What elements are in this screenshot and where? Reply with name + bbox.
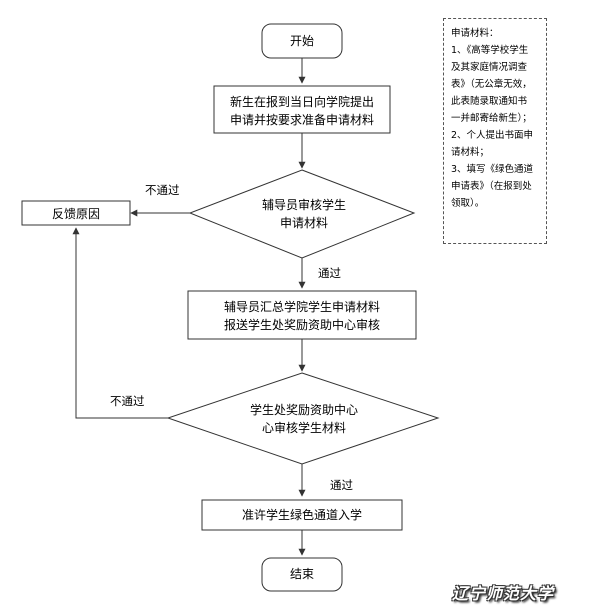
apply-label-line1: 新生在报到当日向学院提出 xyxy=(230,94,374,109)
note-line: 申请表》（在报到处 xyxy=(451,181,532,192)
note-line: 请材料； xyxy=(451,147,490,158)
reject-label-1: 不通过 xyxy=(145,183,180,197)
feedback-node xyxy=(21,200,131,226)
counselor-review-decision xyxy=(188,169,416,259)
note-line: 此表随录取通知书 xyxy=(451,96,528,107)
apply-node xyxy=(213,85,391,134)
center-review-line2: 心审核学生材料 xyxy=(262,420,346,435)
note-line: 表》（无公章无效， xyxy=(451,79,532,90)
reject-label-2: 不通过 xyxy=(110,394,145,408)
note-line: 一并邮寄给新生）； xyxy=(451,113,532,124)
edge-center-feedback xyxy=(72,227,168,419)
feedback-label: 反馈原因 xyxy=(52,207,100,221)
summarize-line1: 辅导员汇总学院学生申请材料 xyxy=(224,299,380,314)
start-label: 开始 xyxy=(290,34,314,48)
note-line: 2、个人提出书面申 xyxy=(451,130,534,141)
pass-label-1: 通过 xyxy=(318,266,341,280)
approve-node xyxy=(201,499,403,531)
center-review-decision xyxy=(166,372,440,465)
note-line: 1、《高等学校学生 xyxy=(451,45,529,56)
note-title: 申请材料： xyxy=(451,28,499,39)
note-line: 3、填写《绿色通道 xyxy=(451,164,534,175)
counselor-review-line2: 申请材料 xyxy=(280,216,328,230)
end-node xyxy=(261,557,343,592)
counselor-review-line1: 辅导员审核学生 xyxy=(262,197,346,212)
approve-label: 准许学生绿色通道入学 xyxy=(242,507,362,522)
apply-label-line2: 申请并按要求准备申请材料 xyxy=(230,113,374,127)
note-line: 领取）。 xyxy=(451,198,485,209)
university-watermark: 辽宁师范大学 xyxy=(452,584,555,603)
summarize-node xyxy=(187,290,417,340)
center-review-line1: 学生处奖励资助中心 xyxy=(250,402,358,417)
note-line: 及其家庭情况调查 xyxy=(451,62,528,73)
end-label: 结束 xyxy=(290,567,314,581)
application-materials-note: 申请材料： 1、《高等学校学生 及其家庭情况调查 表》（无公章无效， 此表随录取… xyxy=(443,18,547,244)
pass-label-2: 通过 xyxy=(330,478,353,492)
summarize-line2: 报送学生处奖励资助中心审核 xyxy=(224,317,380,332)
